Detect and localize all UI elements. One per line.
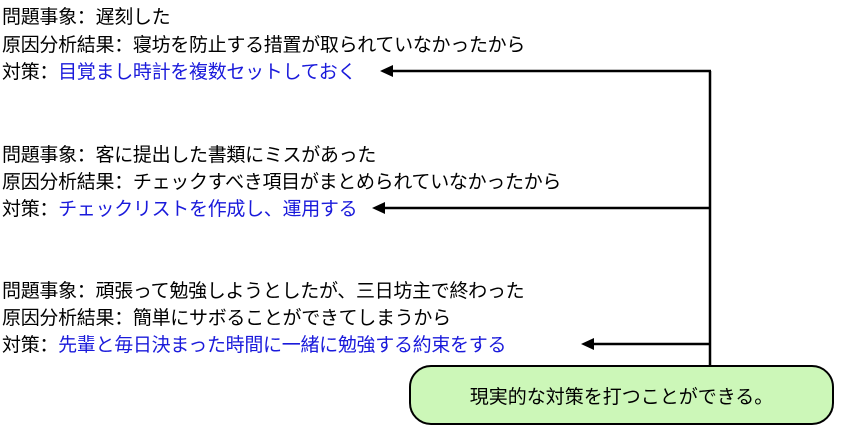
measure-text: 目覚まし時計を複数セットしておく [58,61,357,83]
problem-label: 問題事象： [2,6,96,28]
measure-text: 先輩と毎日決まった時間に一緒に勉強する約束をする [58,334,507,356]
case-2-problem: 問題事象：客に提出した書類にミスがあった [2,142,376,168]
problem-text: 頑張って勉強しようとしたが、三日坊主で終わった [95,280,525,302]
cause-text: 簡単にサボることができてしまうから [132,307,451,329]
cause-label: 原因分析結果： [2,171,133,193]
problem-label: 問題事象： [2,280,96,302]
problem-text: 遅刻した [95,6,171,28]
case-3-cause: 原因分析結果：簡単にサボることができてしまうから [2,305,451,331]
arrowhead-1 [380,65,393,77]
cause-label: 原因分析結果： [2,307,133,329]
problem-label: 問題事象： [2,144,96,166]
case-2-measure: 対策：チェックリストを作成し、運用する [2,196,358,222]
case-3-measure: 対策：先輩と毎日決まった時間に一緒に勉強する約束をする [2,332,506,358]
problem-text: 客に提出した書類にミスがあった [95,144,377,166]
cause-text: チェックすべき項目がまとめられていなかったから [132,171,562,193]
cause-label: 原因分析結果： [2,34,133,56]
case-3-problem: 問題事象：頑張って勉強しようとしたが、三日坊主で終わった [2,278,525,304]
case-2-cause: 原因分析結果：チェックすべき項目がまとめられていなかったから [2,169,561,195]
arrowhead-3 [581,338,594,350]
conclusion-callout: 現実的な対策を打つことができる。 [409,365,834,425]
case-1-problem: 問題事象：遅刻した [2,4,171,30]
measure-label: 対策： [2,61,59,83]
measure-label: 対策： [2,198,59,220]
case-1-measure: 対策：目覚まし時計を複数セットしておく [2,59,356,85]
case-1-cause: 原因分析結果：寝坊を防止する措置が取られていなかったから [2,32,525,58]
measure-text: チェックリストを作成し、運用する [58,198,358,220]
arrowhead-2 [372,202,385,214]
conclusion-text: 現実的な対策を打つことができる。 [469,385,774,408]
measure-label: 対策： [2,334,59,356]
cause-text: 寝坊を防止する措置が取られていなかったから [132,34,526,56]
